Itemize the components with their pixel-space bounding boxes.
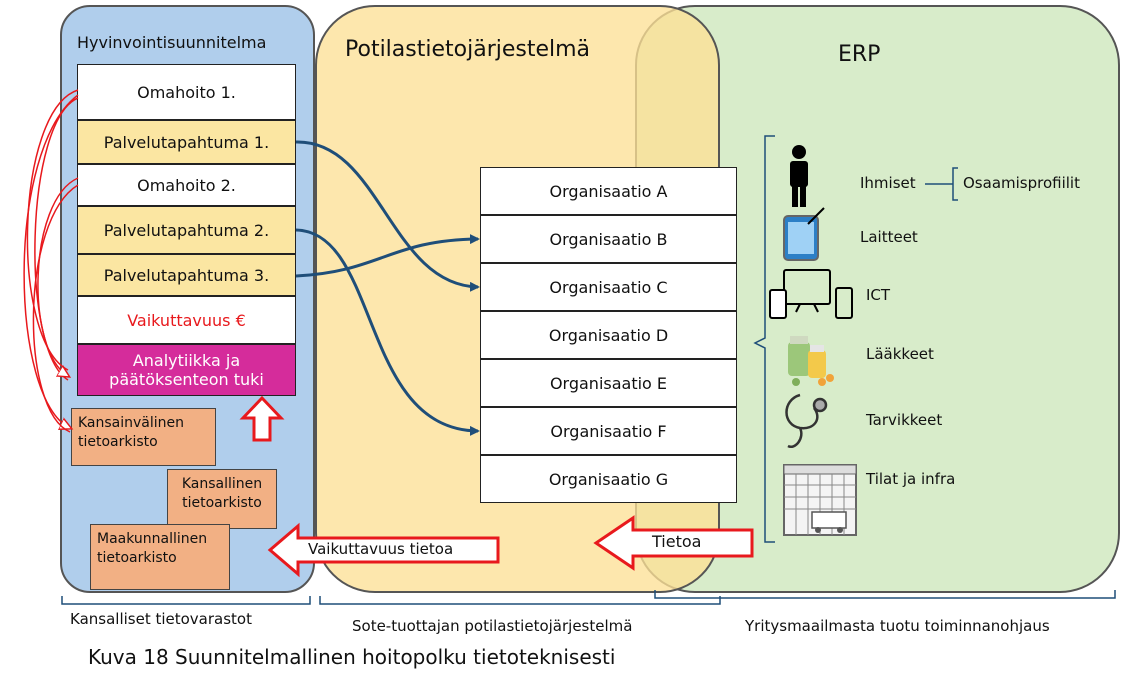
organization-d: Organisaatio D [480, 311, 737, 359]
bottom-bracket-left [61, 596, 311, 605]
plan-item-impact-euro: Vaikuttavuus € [77, 296, 296, 344]
erp-medicines-label: Lääkkeet [866, 345, 934, 363]
organization-a: Organisaatio A [480, 167, 737, 215]
bottom-bracket-mid [319, 596, 721, 605]
stethoscope-icon [785, 393, 828, 449]
patient-system-title: Potilastietojärjestelmä [345, 37, 591, 62]
feedback-arrows [23, 89, 79, 433]
regional-archive: Maakunnallinen tietoarkisto [90, 524, 230, 590]
connector-service1-to-org-c [295, 140, 480, 292]
impact-data-arrow-label: Vaikuttavuus tietoa [308, 540, 454, 558]
figure-caption: Kuva 18 Suunnitelmallinen hoitopolku tie… [88, 645, 616, 669]
bottom-label-erp: Yritysmaailmasta tuotu toiminnanohjaus [745, 617, 1050, 635]
person-icon [790, 145, 808, 207]
erp-facilities-label: Tilat ja infra [866, 470, 956, 488]
bottom-label-patient-system: Sote-tuottajan potilastietojärjestelmä [352, 617, 633, 635]
bottom-bracket-right [654, 590, 1116, 599]
up-arrow-to-analytics [239, 395, 285, 442]
connector-service3-to-org-b [295, 234, 480, 278]
bottom-label-national-stores: Kansalliset tietovarastot [70, 610, 252, 628]
plan-item-service-event-2: Palvelutapahtuma 2. [77, 206, 296, 254]
erp-skills-label: Osaamisprofiilit [963, 174, 1080, 192]
plan-item-service-event-1: Palvelutapahtuma 1. [77, 120, 296, 164]
national-archive: Kansallinen tietoarkisto [167, 469, 277, 529]
plan-item-self-care-1: Omahoito 1. [77, 64, 296, 120]
data-arrow-label: Tietoa [652, 532, 702, 551]
data-arrow [593, 515, 754, 571]
analytics-decision-support: Analytiikka ja päätöksenteon tuki [77, 344, 296, 396]
welfare-plan-title: Hyvinvointisuunnitelma [77, 33, 267, 52]
organization-b: Organisaatio B [480, 215, 737, 263]
computer-devices-icon [769, 269, 853, 319]
skills-bracket [946, 167, 958, 201]
erp-title: ERP [838, 42, 881, 67]
erp-devices-label: Laitteet [860, 228, 918, 246]
erp-people-label: Ihmiset [860, 174, 916, 192]
hospital-icon [783, 464, 857, 536]
medicine-icon [788, 336, 834, 386]
impact-data-arrow [267, 522, 500, 578]
organization-c: Organisaatio C [480, 263, 737, 311]
tablet-icon [783, 207, 825, 261]
organization-f: Organisaatio F [480, 407, 737, 455]
international-archive: Kansainvälinen tietoarkisto [71, 408, 216, 466]
organization-g: Organisaatio G [480, 455, 737, 503]
plan-item-service-event-3: Palvelutapahtuma 3. [77, 254, 296, 296]
connector-service2-to-org-f [295, 228, 480, 436]
erp-supplies-label: Tarvikkeet [866, 411, 943, 429]
erp-bracket [753, 135, 775, 543]
organization-e: Organisaatio E [480, 359, 737, 407]
erp-ict-label: ICT [866, 286, 891, 304]
plan-item-self-care-2: Omahoito 2. [77, 164, 296, 206]
